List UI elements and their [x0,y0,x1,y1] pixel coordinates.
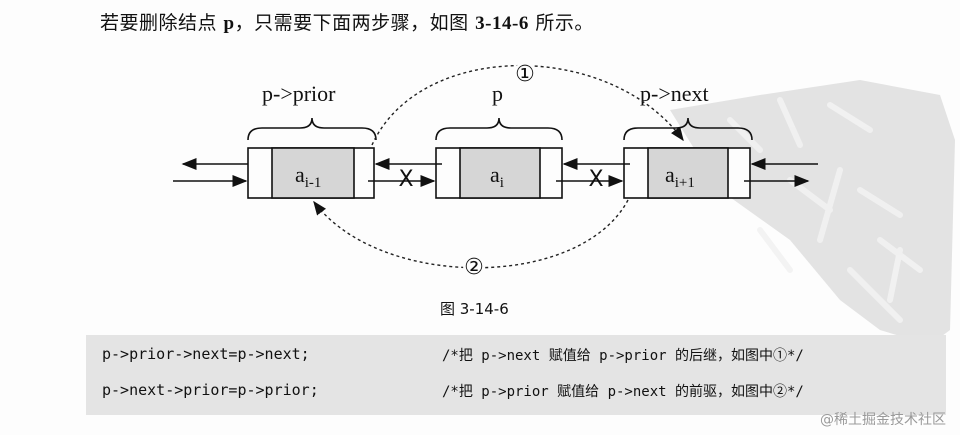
label-p: p [492,81,503,106]
label-p-prior: p->prior [262,81,336,106]
node-next: ai+1 [623,147,751,199]
brace-prior [247,117,377,141]
cross-mark-left: X [398,167,413,192]
code-block: p->prior->next=p->next; /*把 p->next 赋值给 … [86,335,946,415]
intro-sentence: 若要删除结点 p，只需要下面两步骤，如图 3-14-6 所示。 [100,8,594,35]
label-p-next: p->next [640,81,709,106]
intro-suffix: 所示。 [528,12,594,34]
cross-mark-right: X [588,167,603,192]
brace-p [435,117,563,141]
intro-var-p: p [223,13,235,34]
code-line-2: p->next->prior=p->prior; [102,381,319,399]
node-p-label: a [490,162,500,187]
code-line-1: p->prior->next=p->next; [102,345,310,363]
node-next-subscript: i+1 [675,175,695,191]
svg-text:ai: ai [490,162,504,191]
footer-watermark: @稀土掘金技术社区 [820,412,946,428]
node-p: ai [435,147,563,199]
node-next-label: a [665,162,675,187]
intro-prefix: 若要删除结点 [100,12,224,34]
svg-text:ai-1: ai-1 [295,162,321,191]
svg-text:ai+1: ai+1 [665,162,695,191]
figure-caption: 图 3-14-6 [440,300,509,318]
step-1-marker: ① [515,62,535,87]
step-2-marker: ② [464,255,484,280]
brace-next [623,117,753,141]
intro-figure-ref: 3-14-6 [475,13,529,34]
linked-list-diagram: p->prior p p->next ① ② ai-1 [173,62,818,280]
code-comment-2: /*把 p->prior 赋值给 p->next 的前驱，如图中②*/ [442,384,804,400]
node-prior-subscript: i-1 [305,175,322,191]
node-p-subscript: i [500,175,504,191]
code-comment-1: /*把 p->next 赋值给 p->prior 的后继，如图中①*/ [442,348,804,364]
intro-middle: ，只需要下面两步骤，如图 [234,12,476,34]
node-prior-label: a [295,162,305,187]
node-prior: ai-1 [247,147,375,199]
